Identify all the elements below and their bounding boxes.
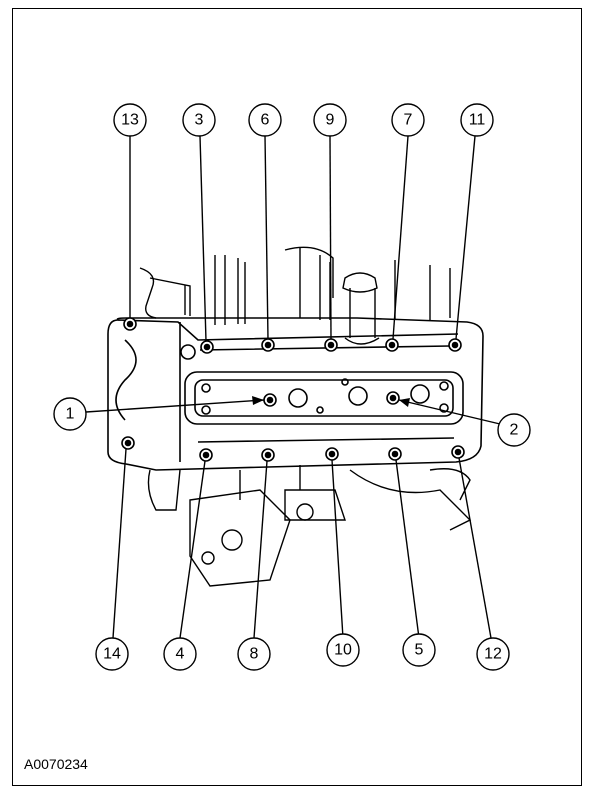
callout-circle [113, 103, 147, 137]
callout-label: 1 [66, 406, 75, 423]
callout-circle [497, 413, 531, 447]
callout-label: 5 [415, 642, 424, 659]
callouts [53, 103, 531, 671]
figure-id-label: A0070234 [24, 756, 88, 772]
callout-label: 14 [103, 646, 121, 663]
callout-circle [53, 397, 87, 431]
callout-label: 6 [261, 112, 270, 129]
engine-lower-parts [147, 465, 472, 587]
callout-circle [95, 637, 129, 671]
callout-label: 10 [334, 642, 352, 659]
callout-circle [237, 637, 271, 671]
callout-label: 12 [484, 646, 502, 663]
callout-labels: 13 3 6 9 7 11 1 2 14 4 8 10 5 12 [66, 112, 519, 663]
callout-label: 9 [326, 112, 335, 129]
callout-circle [476, 637, 510, 671]
callout-label: 2 [510, 422, 519, 439]
callout-circle [402, 633, 436, 667]
cylinder-head-cover [107, 317, 484, 471]
callout-label: 8 [250, 646, 259, 663]
leader-arrowheads [252, 396, 410, 407]
callout-label: 11 [469, 112, 486, 129]
callout-circle [460, 103, 494, 137]
leader-lines [85, 135, 501, 639]
callout-circle [391, 103, 425, 137]
callout-label: 7 [404, 112, 413, 129]
callout-circle [326, 633, 360, 667]
callout-label: 3 [195, 112, 204, 129]
callout-label: 4 [176, 646, 185, 663]
callout-circle [182, 103, 216, 137]
callout-circle [313, 103, 347, 137]
bolts [121, 317, 465, 462]
callout-label: 13 [121, 112, 139, 129]
callout-circle [248, 103, 282, 137]
callout-circle [163, 637, 197, 671]
